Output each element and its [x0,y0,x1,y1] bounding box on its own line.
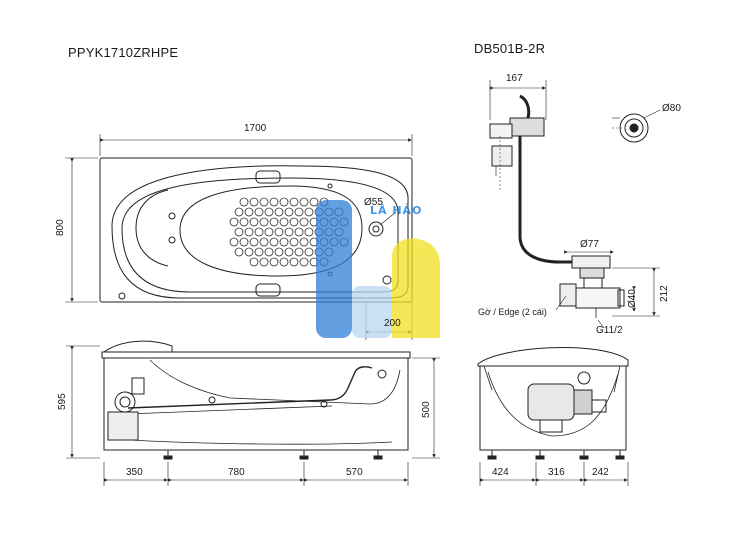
massage-dot [239,237,249,247]
massage-dot [289,217,299,227]
drain-offset-dimension: 200 [384,318,401,329]
massage-dot [304,227,314,237]
pipe-diameter: Ø40 [627,289,638,308]
massage-dot [309,197,319,207]
massage-dot [304,207,314,217]
massage-dot [284,207,294,217]
massage-dot [284,247,294,257]
massage-dot [279,197,289,207]
massage-dot [249,237,259,247]
side-view [66,340,440,486]
massage-dot [239,217,249,227]
thread-size: G11/2 [596,325,623,336]
outlet-diameter: Ø77 [580,239,599,250]
side-segment-2: 780 [228,467,245,478]
massage-dot [289,197,299,207]
massage-dot [294,227,304,237]
massage-dot [249,217,259,227]
massage-dot [234,227,244,237]
total-height-dimension: 595 [57,393,68,410]
massage-dot [244,227,254,237]
drain-height-dimension: 212 [659,285,670,302]
massage-dot [264,207,274,217]
massage-dot [249,197,259,207]
massage-dot [239,197,249,207]
massage-dot [259,197,269,207]
massage-dot [259,217,269,227]
massage-dot [269,217,279,227]
massage-dot [229,237,239,247]
massage-dot [289,237,299,247]
side-segment-1: 350 [126,467,143,478]
massage-dot [234,247,244,257]
drain-detail [489,80,661,329]
massage-dot [274,247,284,257]
drain-width-dimension: 167 [506,73,523,84]
end-segment-3: 242 [592,467,609,478]
massage-dot [234,207,244,217]
side-segment-3: 570 [346,467,363,478]
massage-dot [269,197,279,207]
end-view [477,347,629,486]
massage-dot [294,247,304,257]
width-dimension: 800 [55,219,66,236]
massage-dot [254,207,264,217]
end-segment-1: 424 [492,467,509,478]
rim-height-dimension: 500 [421,401,432,418]
brand-watermark-logo [316,200,440,338]
massage-dot [229,217,239,227]
massage-dot [289,257,299,267]
massage-dot [279,257,289,267]
massage-dot [279,237,289,247]
massage-dot [274,207,284,217]
massage-dot [299,237,309,247]
massage-dot [254,247,264,257]
massage-dot [259,237,269,247]
massage-dot [264,227,274,237]
length-dimension: 1700 [244,123,267,134]
massage-dot [269,257,279,267]
watermark-text: LÂ HẢO [370,204,423,217]
end-segment-2: 316 [548,467,565,478]
massage-dot [299,257,309,267]
massage-dot [249,257,259,267]
massage-dot [259,257,269,267]
drain-view-title: DB501B-2R [474,41,546,56]
massage-dot [294,207,304,217]
massage-dot [274,227,284,237]
massage-dot [244,207,254,217]
massage-dot [264,247,274,257]
massage-dot [269,237,279,247]
massage-dot [299,217,309,227]
plan-view-title: PPYK1710ZRHPE [68,45,179,60]
massage-dot [279,217,289,227]
massage-dot [284,227,294,237]
massage-dot [244,247,254,257]
massage-dot [254,227,264,237]
massage-dot [299,197,309,207]
cover-diameter: Ø80 [662,103,681,114]
drain-hole-diameter: Ø55 [364,197,383,208]
edge-note: Gờ / Edge (2 cái) [478,307,547,317]
plan-view [65,134,413,340]
massage-dot [304,247,314,257]
